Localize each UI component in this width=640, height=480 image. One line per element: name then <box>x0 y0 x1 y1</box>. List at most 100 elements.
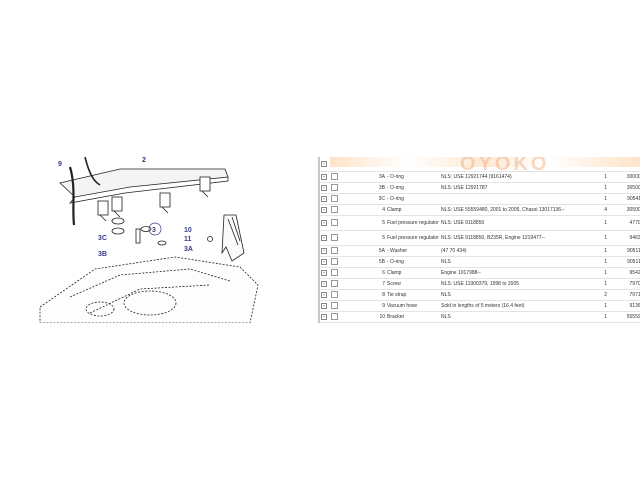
table-row[interactable]: +10BracketNLS155559301 <box>320 311 640 323</box>
expand-icon[interactable]: + <box>321 259 327 265</box>
expand-icon[interactable]: + <box>321 281 327 287</box>
parts-catalog-panel: 9 2 3 3C 3B 10 11 3A +3Injection valveNL… <box>0 157 640 323</box>
part-number-cell: 9463536 <box>608 230 640 246</box>
note-cell: NLS: USE 12921787 <box>440 182 592 194</box>
expand-icon: + <box>320 193 330 205</box>
select-checkbox <box>330 171 346 183</box>
select-checkbox[interactable] <box>331 246 338 254</box>
position-cell: 5A <box>368 245 386 257</box>
blank-cell <box>346 215 368 231</box>
note-cell: NLS <box>440 289 592 301</box>
note-cell: Engine 1017988-- <box>440 267 592 279</box>
quantity-cell: 2 <box>592 289 608 301</box>
select-checkbox[interactable] <box>331 257 338 265</box>
name-cell: - O-ring <box>386 193 440 205</box>
quantity-cell: 1 <box>592 278 608 290</box>
part-number-cell: 9136245 <box>608 300 640 312</box>
select-checkbox <box>330 193 346 205</box>
position-cell: 5B <box>368 256 386 268</box>
expand-icon[interactable]: + <box>321 314 327 320</box>
name-cell: - O-ring <box>386 182 440 194</box>
expand-icon[interactable]: + <box>321 196 327 202</box>
note-cell: NLS: USE 9118850, B235R, Engine 1219477-… <box>440 230 592 246</box>
select-checkbox <box>330 182 346 194</box>
expand-icon[interactable]: + <box>321 303 327 309</box>
expand-icon[interactable]: + <box>321 248 327 254</box>
position-cell: 3B <box>368 182 386 194</box>
select-checkbox[interactable] <box>331 183 338 191</box>
note-cell: NLS: USE 55559480, 2001 to 2005, Chassi … <box>440 204 592 216</box>
intake-manifold-drawing <box>39 256 259 323</box>
select-checkbox[interactable] <box>331 218 338 226</box>
expand-icon[interactable]: + <box>321 220 327 226</box>
table-row[interactable]: +5B- O-ringNLS190511961 <box>320 256 640 268</box>
callout-10: 10 <box>184 227 192 234</box>
select-checkbox <box>330 204 346 216</box>
expand-icon[interactable]: + <box>321 174 327 180</box>
expand-icon[interactable]: + <box>321 161 327 167</box>
note-cell: NLS: USE 9118850 <box>440 215 592 231</box>
parts-table-body: +3Injection valveNLS: USE 55555123, 2000… <box>320 157 640 323</box>
callout-3A: 3A <box>184 246 193 253</box>
table-row[interactable]: +3C- O-ring190541911 <box>320 193 640 205</box>
blank-cell <box>346 289 368 301</box>
expand-icon: + <box>320 256 330 268</box>
select-checkbox[interactable] <box>331 279 338 287</box>
expand-icon[interactable]: + <box>321 185 327 191</box>
note-cell: NLS: USE 11900354 <box>440 322 592 323</box>
expand-icon: + <box>320 289 330 301</box>
blank-cell <box>346 193 368 205</box>
position-cell: 5 <box>368 230 386 246</box>
select-checkbox[interactable] <box>331 312 338 320</box>
blank-cell <box>346 322 368 323</box>
part-number-cell: 7971672 <box>608 289 640 301</box>
select-checkbox[interactable] <box>331 290 338 298</box>
select-checkbox[interactable] <box>331 233 338 241</box>
table-row[interactable]: +11ScrewNLS: USE 1190035437978169 <box>320 322 640 323</box>
quantity-cell: 1 <box>592 215 608 231</box>
note-cell: Sold in lengths of 5 meters (16.4 feet) <box>440 300 592 312</box>
name-cell: Fuel pressure regulator <box>386 230 440 246</box>
name-cell: - O-ring <box>386 256 440 268</box>
select-checkbox <box>330 230 346 246</box>
name-cell: Clamp <box>386 267 440 279</box>
table-row[interactable]: +5A- Washer(47 70 434)190511960 <box>320 245 640 257</box>
expand-icon[interactable]: + <box>321 207 327 213</box>
name-cell: Clamp <box>386 204 440 216</box>
position-cell: 10 <box>368 311 386 323</box>
select-checkbox[interactable] <box>331 172 338 180</box>
select-checkbox[interactable] <box>331 301 338 309</box>
expand-icon[interactable]: + <box>321 235 327 241</box>
expand-icon[interactable]: + <box>321 292 327 298</box>
position-cell: 9 <box>368 300 386 312</box>
position-cell: 3C <box>368 193 386 205</box>
select-checkbox[interactable] <box>331 205 338 213</box>
part-number-cell: 30000066 <box>608 171 640 183</box>
part-number-cell: 90541911 <box>608 193 640 205</box>
quantity-cell: 1 <box>592 311 608 323</box>
select-checkbox <box>330 311 346 323</box>
part-number-cell: 90511961 <box>608 256 640 268</box>
blank-cell <box>346 204 368 216</box>
expand-icon[interactable]: + <box>321 270 327 276</box>
vacuum-hose-drawing <box>68 166 76 226</box>
expand-icon: + <box>320 215 330 231</box>
blank-cell <box>346 267 368 279</box>
quantity-cell: 1 <box>592 171 608 183</box>
select-checkbox[interactable] <box>331 194 338 202</box>
part-number-cell: 30500330 <box>608 204 640 216</box>
part-number-cell: 9542424 <box>608 267 640 279</box>
note-cell: NLS: USE 12921744 (9161474) <box>440 171 592 183</box>
select-checkbox <box>330 215 346 231</box>
quantity-cell: 1 <box>592 182 608 194</box>
select-checkbox[interactable] <box>331 268 338 276</box>
